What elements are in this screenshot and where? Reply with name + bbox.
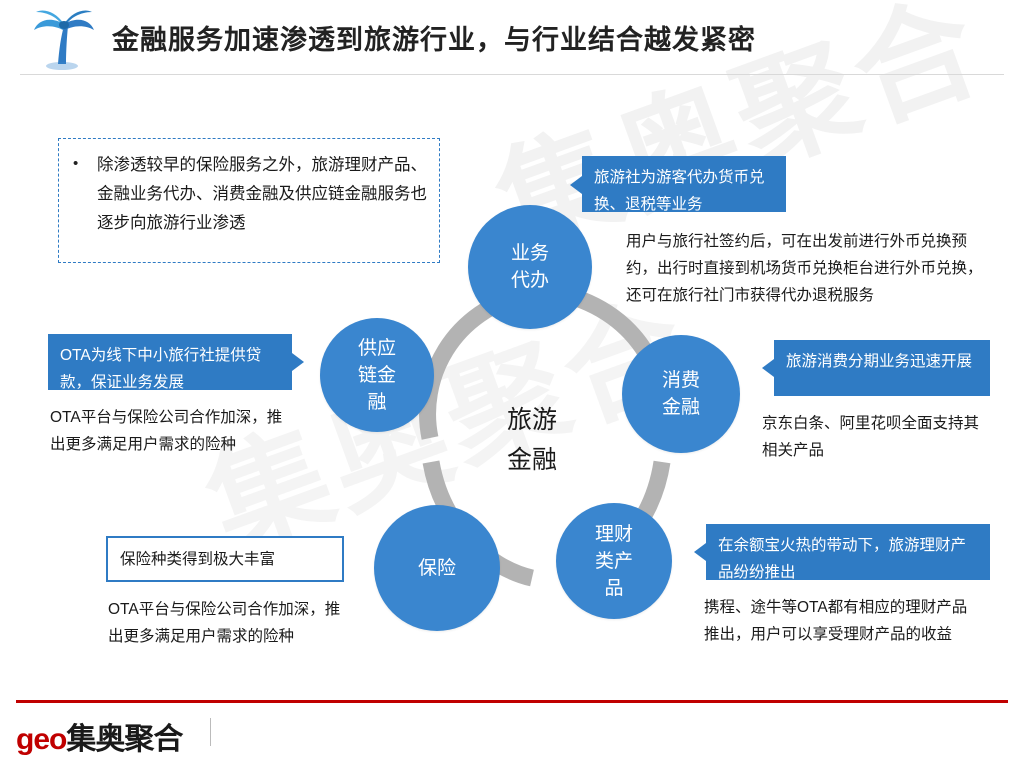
bullet-icon: • — [73, 155, 79, 172]
callout-wealth-products-headline: 在余额宝火热的带动下，旅游理财产品纷纷推出 — [706, 524, 990, 581]
node-insurance-label: 保险 — [417, 557, 456, 579]
intro-callout-text: 除渗透较早的保险服务之外，旅游理财产品、金融业务代办、消费金融及供应链金融服务也… — [97, 156, 427, 232]
node-supply-chain-finance-label: 供应链金融 — [357, 337, 396, 413]
callout-supply-chain-finance-headline: OTA为线下中小旅行社提供贷款，保证业务发展 — [48, 334, 292, 391]
callout-wealth-products-arrow-icon — [694, 543, 706, 561]
callout-wealth-products-note: 携程、途牛等OTA都有相应的理财产品推出，用户可以享受理财产品的收益 — [704, 599, 968, 643]
callout-business-agency-arrow-icon — [570, 176, 582, 194]
callout-business-agency-headline: 旅游社为游客代办货币兑换、退税等业务 — [582, 156, 786, 213]
node-insurance[interactable]: 保险 — [374, 505, 500, 631]
intro-callout-box: • 除渗透较早的保险服务之外，旅游理财产品、金融业务代办、消费金融及供应链金融服… — [58, 138, 440, 263]
diagram-center-label: 旅游 金融 — [470, 400, 594, 480]
callout-supply-chain-finance-note: OTA平台与保险公司合作加深，推出更多满足用户需求的险种 — [50, 409, 283, 453]
center-line-2: 金融 — [506, 446, 557, 474]
header-divider — [20, 74, 1004, 75]
footer-rule — [16, 700, 1008, 703]
footer-logo-en: geo — [16, 723, 67, 756]
callout-insurance-headline: 保险种类得到极大丰富 — [106, 536, 344, 582]
palm-tree-icon — [34, 10, 94, 70]
footer-separator — [210, 718, 211, 746]
footer-logo-cn: 集奥聚合 — [66, 723, 183, 756]
callout-consumer-finance-note: 京东白条、阿里花呗全面支持其相关产品 — [762, 415, 980, 459]
page-title: 金融服务加速渗透到旅游行业，与行业结合越发紧密 — [112, 25, 756, 55]
callout-business-agency-note: 用户与旅行社签约后，可在出发前进行外币兑换预约，出行时直接到机场货币兑换柜台进行… — [626, 233, 983, 304]
node-supply-chain-finance[interactable]: 供应链金融 — [320, 318, 434, 432]
callout-insurance-note: OTA平台与保险公司合作加深，推出更多满足用户需求的险种 — [108, 601, 341, 645]
node-wealth-products[interactable]: 理财类产品 — [556, 503, 672, 619]
node-consumer-finance[interactable]: 消费金融 — [622, 335, 740, 453]
center-line-1: 旅游 — [506, 406, 557, 434]
footer-logo: geo集奥聚合 — [16, 714, 183, 758]
callout-consumer-finance-headline: 旅游消费分期业务迅速开展 — [774, 340, 990, 396]
node-wealth-products-label: 理财类产品 — [594, 523, 633, 599]
node-business-agency[interactable]: 业务代办 — [468, 205, 592, 329]
node-consumer-finance-label: 消费金融 — [661, 370, 700, 418]
callout-supply-chain-finance-arrow-icon — [292, 353, 304, 371]
callout-consumer-finance-arrow-icon — [762, 359, 774, 377]
node-business-agency-label: 业务代办 — [510, 243, 549, 291]
